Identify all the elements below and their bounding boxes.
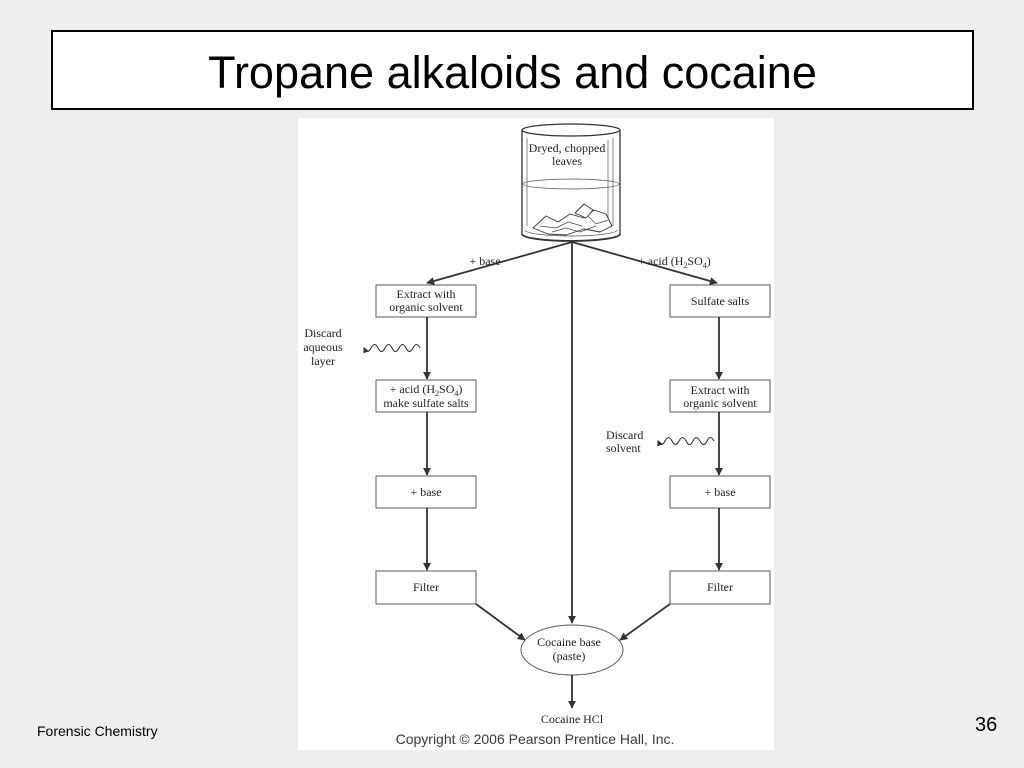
step-add-base: + base bbox=[669, 475, 771, 509]
page-number: 36 bbox=[975, 714, 998, 736]
final-product-label: Cocaine HCl bbox=[541, 712, 604, 726]
leaves-illustration bbox=[532, 203, 613, 236]
discard-wave-arrow bbox=[363, 343, 421, 354]
acid-label-suffix: ) bbox=[458, 382, 462, 396]
step-label: + base bbox=[410, 485, 441, 499]
acid-label-prefix: + acid (H bbox=[390, 382, 436, 396]
step-box bbox=[375, 475, 477, 509]
discard-label-line2: aqueous bbox=[303, 340, 343, 354]
step-box bbox=[669, 284, 771, 318]
step-filter: Filter bbox=[375, 570, 477, 605]
beaker-label-line2: leaves bbox=[552, 154, 582, 168]
beaker-base-inner bbox=[524, 229, 618, 237]
step-box bbox=[375, 379, 477, 413]
acid-branch-label: + acid (H2SO4) bbox=[638, 254, 711, 270]
step-filter: Filter bbox=[669, 570, 771, 605]
step-acidify-sulfate-salts: + acid (H2SO4) make sulfate salts bbox=[375, 379, 477, 413]
acid-label-subscript-2: 2 bbox=[683, 261, 687, 270]
discard-solvent: Discard solvent bbox=[606, 428, 715, 455]
discard-label-line1: Discard bbox=[304, 326, 341, 340]
step-label: + base bbox=[704, 485, 735, 499]
cocaine-base-paste-node: Cocaine base (paste) bbox=[520, 624, 624, 676]
base-route: Extract with organic solvent Discard aqu… bbox=[303, 284, 526, 641]
step-extract-organic-solvent: Extract with organic solvent bbox=[375, 284, 477, 318]
product-label-line2: (paste) bbox=[553, 649, 586, 663]
arrow-filter-to-paste-right bbox=[619, 603, 671, 641]
acid-label-middle: SO bbox=[439, 382, 455, 396]
discard-label-line1: Discard bbox=[606, 428, 643, 442]
leaf-pile bbox=[532, 209, 613, 236]
acid-label-middle: SO bbox=[687, 254, 703, 268]
curled-leaf bbox=[574, 203, 594, 219]
step-box bbox=[669, 379, 771, 413]
acid-label-subscript-4: 4 bbox=[454, 389, 458, 398]
beaker-label-line1: Dryed, chopped bbox=[529, 141, 606, 155]
step-sulfate-salts: Sulfate salts bbox=[669, 284, 771, 318]
step-label: Sulfate salts bbox=[691, 294, 750, 308]
arrow-to-acid-route bbox=[571, 241, 718, 285]
step-add-base: + base bbox=[375, 475, 477, 509]
slide-title: Tropane alkaloids and cocaine bbox=[208, 47, 817, 98]
step-box bbox=[669, 475, 771, 509]
discard-aqueous-layer: Discard aqueous layer bbox=[303, 326, 421, 368]
arrow-to-base-route bbox=[426, 241, 573, 285]
beaker: Dryed, chopped leaves bbox=[521, 123, 621, 242]
discard-label-line2: solvent bbox=[606, 441, 641, 455]
leaf-crease bbox=[587, 215, 609, 225]
copyright-notice: Copyright © 2006 Pearson Prentice Hall, … bbox=[396, 731, 675, 747]
liquid-surface bbox=[522, 178, 620, 190]
base-branch-label: + base bbox=[469, 254, 500, 268]
beaker-base bbox=[521, 233, 621, 242]
discard-wave-arrow bbox=[657, 436, 715, 447]
discard-label-line3: layer bbox=[311, 354, 335, 368]
arrow-filter-to-paste-left bbox=[475, 603, 526, 641]
acid-label-prefix: + acid (H bbox=[638, 254, 684, 268]
step-label-line2: organic solvent bbox=[389, 300, 463, 314]
step-box bbox=[375, 284, 477, 318]
step-label-line1: Extract with bbox=[691, 383, 750, 397]
step-label-line1: Extract with bbox=[397, 287, 456, 301]
title-box: Tropane alkaloids and cocaine bbox=[51, 30, 974, 110]
step-box bbox=[375, 570, 477, 605]
footer-course-name: Forensic Chemistry bbox=[37, 723, 158, 739]
step-label: Filter bbox=[707, 580, 733, 594]
step-label-line2: organic solvent bbox=[683, 396, 757, 410]
leaf-crease bbox=[539, 221, 583, 229]
acid-route: Sulfate salts Extract with organic solve… bbox=[606, 284, 771, 641]
step-label-line1: + acid (H2SO4) bbox=[390, 382, 463, 398]
step-label-line2: make sulfate salts bbox=[383, 396, 469, 410]
step-box bbox=[669, 570, 771, 605]
flowchart-diagram: Dryed, chopped leaves + base + acid (H2S… bbox=[298, 118, 774, 750]
step-extract-organic-solvent: Extract with organic solvent bbox=[669, 379, 771, 413]
acid-label-suffix: ) bbox=[707, 254, 711, 268]
step-label: Filter bbox=[413, 580, 439, 594]
leaf-crease bbox=[551, 225, 597, 233]
acid-label-subscript-4: 4 bbox=[703, 261, 707, 270]
acid-label-subscript-2: 2 bbox=[435, 389, 439, 398]
product-label-line1: Cocaine base bbox=[537, 635, 601, 649]
